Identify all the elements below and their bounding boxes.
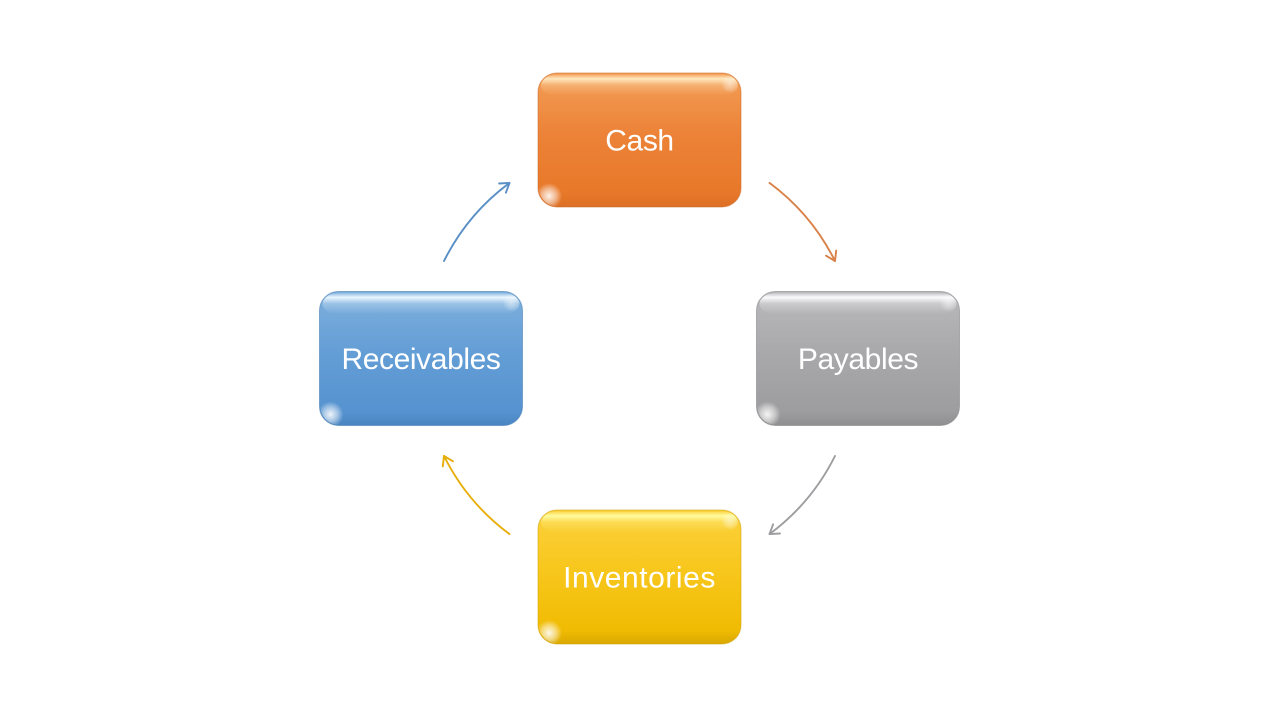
arrow-cash-to-payables-curve [768,181,836,262]
arrow-receivables-to-cash-head-icon [498,181,511,194]
arrow-receivables-to-cash-curve [443,181,511,262]
node-cash-label: Cash [605,125,673,158]
node-cash-shape [537,72,742,208]
arrow-inventories-to-receivables[interactable] [441,455,511,536]
arrow-payables-to-inventories-head-icon [768,523,781,536]
arrow-cash-to-payables-head-icon [825,249,838,262]
arrow-inventories-to-receivables-head-icon [441,455,454,468]
node-receivables-gloss [320,293,521,425]
arrow-payables-to-inventories-curve [768,455,836,536]
node-cash[interactable]: Cash [536,72,742,209]
node-inventories-shape [537,509,742,645]
node-receivables-label: Receivables [341,343,500,376]
node-inventories-gloss [538,511,739,644]
arrow-receivables-to-cash[interactable] [443,181,511,262]
arrow-payables-to-inventories[interactable] [768,455,836,536]
node-payables[interactable]: Payables [755,291,960,428]
node-inventories-label: Inventories [563,562,716,595]
node-inventories[interactable]: Inventories [536,509,742,646]
node-receivables-shape [319,291,523,426]
node-payables-label: Payables [798,343,918,376]
node-receivables[interactable]: Receivables [318,291,523,428]
arrow-cash-to-payables[interactable] [768,181,838,262]
node-payables-shape [756,291,960,426]
arrow-inventories-to-receivables-curve [443,455,511,536]
